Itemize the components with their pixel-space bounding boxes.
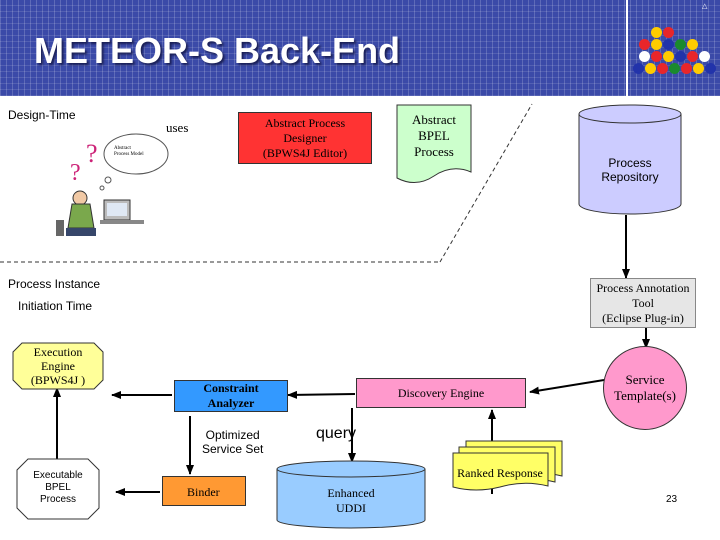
process-instance-label: Process Instance <box>8 277 101 291</box>
banner-divider-vertical <box>626 0 628 104</box>
designer-clipart: ? ? Abstract Process Model <box>44 128 178 240</box>
decor-dot <box>681 63 692 74</box>
decor-dot <box>651 27 662 38</box>
decor-dot <box>651 39 662 50</box>
process-repository-label: Process Repository <box>601 156 659 184</box>
design-time-label: Design-Time <box>8 108 76 122</box>
clipart-caption: Abstract Process Model <box>114 146 144 157</box>
decor-dot <box>651 51 662 62</box>
optimized-service-set-label: Optimized Service Set <box>202 428 264 456</box>
logo-icon: △ <box>702 3 708 10</box>
decor-dot <box>657 63 668 74</box>
discovery-engine-label: Discovery Engine <box>397 385 485 400</box>
enhanced-uddi-cylinder: Enhanced UDDI <box>276 460 426 530</box>
decor-dot <box>699 51 710 62</box>
query-label: query <box>316 425 357 442</box>
decor-dot <box>639 51 650 62</box>
decor-dot <box>639 39 650 50</box>
stacked-documents-shape <box>452 440 563 491</box>
decor-dot <box>663 51 674 62</box>
enhanced-uddi-label: Enhanced UDDI <box>327 486 375 515</box>
page-number: 23 <box>666 494 678 505</box>
binder-box: Binder <box>162 476 246 506</box>
templates-to-discovery-arrow <box>529 379 605 395</box>
decor-dot <box>675 51 686 62</box>
svg-text:?: ? <box>86 139 98 168</box>
banner-divider-horizontal <box>0 102 720 104</box>
execution-engine-octagon: Execution Engine (BPWS4J ) <box>12 342 104 390</box>
abstract-bpel-document: Abstract BPEL Process <box>396 104 472 190</box>
decor-dot <box>693 63 704 74</box>
phase-separator-diagonal <box>439 103 533 263</box>
discovery-engine-box: Discovery Engine <box>356 378 526 408</box>
decor-dot <box>675 39 686 50</box>
abstract-bpel-label: Abstract BPEL Process <box>411 112 457 159</box>
octagon-shape <box>12 342 104 390</box>
uses-label: uses <box>166 120 189 135</box>
decor-dot <box>687 51 698 62</box>
initiation-time-label: Initiation Time <box>18 299 93 313</box>
execution-engine-label: Execution Engine (BPWS4J ) <box>30 345 86 387</box>
decor-dot <box>663 39 674 50</box>
ranked-response-stack: Ranked Response <box>452 440 564 492</box>
decor-dot <box>633 63 644 74</box>
constraint-analyzer-label: Constraint Analyzer <box>203 381 259 410</box>
process-designer-box: Abstract Process Designer (BPWS4J Editor… <box>238 112 372 164</box>
title-banner <box>0 0 720 96</box>
annotation-tool-label: Process Annotation Tool (Eclipse Plug-in… <box>596 280 690 325</box>
executable-bpel-label: Executable BPEL Process <box>33 470 83 505</box>
cylinder-shape <box>578 104 682 215</box>
constraint-analyzer-box: Constraint Analyzer <box>174 380 288 412</box>
designer-clipart-image: ? ? <box>56 133 169 236</box>
process-repository-cylinder: Process Repository <box>578 104 682 216</box>
slide-title: METEOR-S Back-End <box>34 30 401 71</box>
service-templates-label: Service Template(s) <box>614 372 676 403</box>
decor-dot <box>687 39 698 50</box>
executable-bpel-octagon: Executable BPEL Process <box>16 458 100 520</box>
annotation-tool-box: Process Annotation Tool (Eclipse Plug-in… <box>590 278 696 328</box>
octagon-shape <box>16 458 100 520</box>
binder-label: Binder <box>187 485 220 499</box>
cylinder-shape <box>276 460 426 529</box>
decor-dot <box>663 27 674 38</box>
process-designer-label: Abstract Process Designer (BPWS4J Editor… <box>262 115 348 160</box>
decor-dot <box>645 63 656 74</box>
decor-dot <box>669 63 680 74</box>
document-shape <box>396 104 472 183</box>
service-templates-circle: Service Template(s) <box>603 346 687 430</box>
decor-dot <box>705 63 716 74</box>
discovery-to-constraint-arrow <box>287 390 356 399</box>
ranked-response-label: Ranked Response <box>457 466 543 480</box>
svg-text:?: ? <box>70 160 81 186</box>
